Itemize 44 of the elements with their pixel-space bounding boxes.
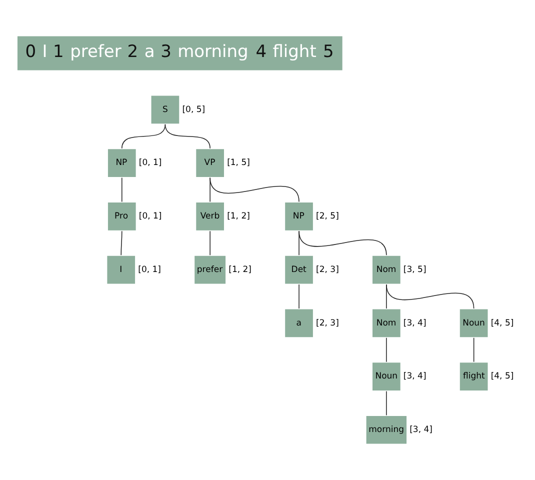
node-box: S bbox=[151, 96, 180, 124]
node-label: [2, 3] bbox=[316, 318, 339, 328]
node-box: VP bbox=[196, 149, 224, 177]
connector bbox=[386, 390, 387, 416]
node-box: NP bbox=[108, 149, 136, 177]
node-box: Det bbox=[285, 256, 313, 284]
connector bbox=[473, 337, 474, 362]
node-box: Nom bbox=[372, 309, 400, 338]
node-label: [1, 5] bbox=[227, 158, 250, 168]
node-box: Noun bbox=[460, 309, 488, 338]
node-label: [2, 3] bbox=[316, 264, 339, 275]
node-label: [3, 4] bbox=[403, 318, 426, 328]
node-label: [4, 5] bbox=[490, 318, 514, 328]
node-box: Nom bbox=[372, 256, 400, 284]
connector bbox=[386, 284, 474, 309]
node-label: [0, 1] bbox=[138, 158, 162, 168]
node-box: prefer bbox=[194, 256, 226, 284]
connector bbox=[386, 337, 387, 362]
node-label: [1, 2] bbox=[227, 212, 250, 222]
node-box: morning bbox=[366, 416, 407, 444]
connector bbox=[298, 230, 300, 256]
node-label: [3, 4] bbox=[410, 425, 432, 436]
node-label: [0, 1] bbox=[138, 264, 161, 275]
connector bbox=[164, 124, 210, 149]
connector bbox=[298, 230, 387, 256]
node-label: [2, 5] bbox=[316, 212, 339, 222]
node-box: Noun bbox=[372, 362, 400, 390]
node-box: I bbox=[107, 256, 136, 284]
node-label: [0, 5] bbox=[182, 104, 206, 115]
connector bbox=[298, 284, 300, 309]
connector bbox=[122, 124, 166, 149]
node-box: flight bbox=[460, 362, 488, 390]
node-label: [3, 5] bbox=[403, 264, 426, 275]
connector bbox=[210, 177, 300, 202]
connector bbox=[120, 230, 122, 256]
node-label: [4, 5] bbox=[490, 372, 514, 382]
node-label: [0, 1] bbox=[138, 212, 162, 222]
node-box: Verb bbox=[196, 202, 224, 230]
node-box: NP bbox=[285, 202, 313, 230]
node-box: a bbox=[285, 309, 313, 338]
node-box: Pro bbox=[108, 202, 136, 230]
node-label: [1, 2] bbox=[228, 264, 252, 275]
node-box: 0 I 1 prefer 2 a 3 morning 4 flight 5 bbox=[17, 36, 342, 70]
node-label: [3, 4] bbox=[403, 372, 426, 382]
